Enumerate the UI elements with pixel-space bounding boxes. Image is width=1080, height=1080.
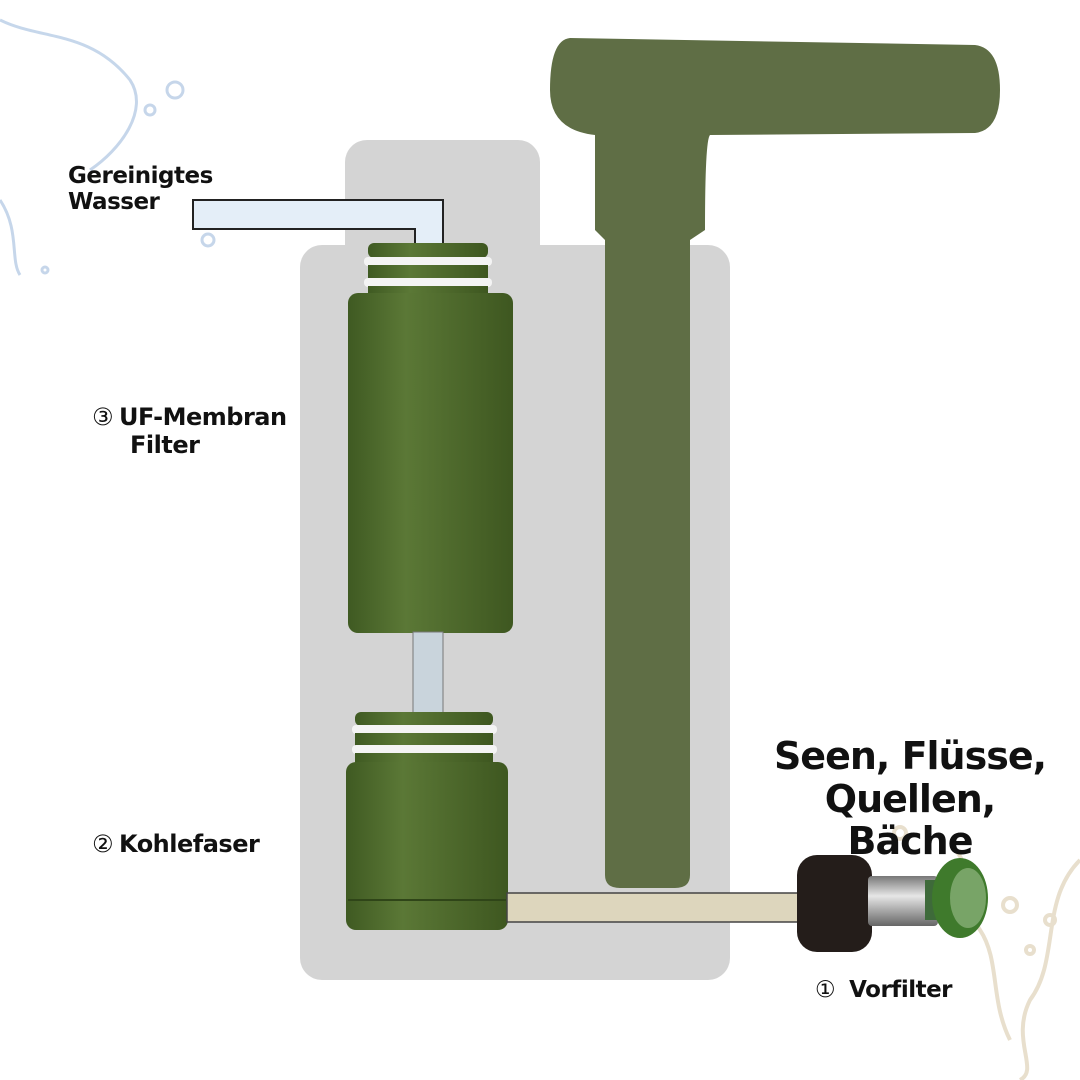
step-number: ② (92, 830, 114, 858)
connector-tube (412, 631, 444, 715)
label-line: Seen, Flüsse, (773, 734, 1047, 778)
water-splash-top-left (0, 18, 216, 276)
label-water-sources: Seen, Flüsse, Quellen, Bäche (760, 735, 1060, 863)
label-text: Vorfilter (849, 977, 953, 1003)
label-prefilter: ① Vorfilter (815, 977, 953, 1003)
label-purified-water: Gereinigtes Wasser (68, 163, 213, 216)
label-line: Gereinigtes (68, 163, 213, 189)
pump-handle (550, 38, 1000, 888)
label-line: UF-Membran (119, 403, 287, 431)
water-splash-bottom-right (892, 825, 1080, 1080)
uf-membrane-filter (348, 243, 513, 633)
label-line: Wasser (68, 189, 160, 216)
step-number: ① (815, 977, 836, 1003)
label-text: Kohlefaser (119, 830, 260, 858)
carbon-fiber-filter (346, 712, 508, 930)
prefilter (797, 855, 988, 952)
label-line: Filter (130, 430, 200, 459)
label-line: Quellen, Bäche (824, 776, 996, 864)
intake-tube (506, 892, 803, 923)
step-number: ③ (92, 403, 114, 431)
